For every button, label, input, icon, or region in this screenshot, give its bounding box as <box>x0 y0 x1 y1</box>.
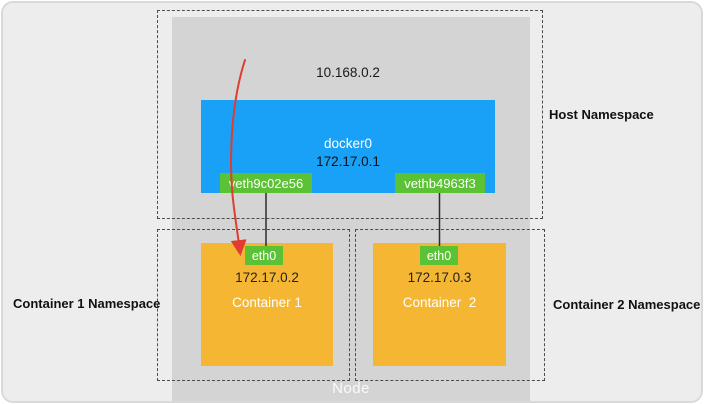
container2-ip-label: 172.17.0.3 <box>407 270 472 285</box>
container2-eth0-box: eth0 <box>420 246 458 265</box>
container2-namespace-label: Container 2 Namespace <box>553 297 701 312</box>
veth1-box: veth9c02e56 <box>220 173 312 193</box>
container1-eth0-box: eth0 <box>245 246 283 265</box>
container1-box: eth0 172.17.0.2 Container 1 <box>201 243 333 366</box>
docker0-bridge-box: docker0 172.17.0.1 veth9c02e56 vethb4963… <box>201 100 495 193</box>
container1-namespace-boundary <box>157 229 350 381</box>
container2-namespace-boundary <box>355 229 545 381</box>
node-label: Node <box>332 380 370 397</box>
bridge-name-label: docker0 <box>323 136 373 151</box>
container2-box: eth0 172.17.0.3 Container 2 <box>373 243 506 366</box>
host-ip-label: 10.168.0.2 <box>316 65 380 80</box>
container2-title: Container 2 <box>402 295 477 310</box>
container1-title: Container 1 <box>232 295 302 310</box>
host-namespace-boundary <box>157 10 543 219</box>
container1-ip-label: 172.17.0.2 <box>235 270 299 285</box>
container1-namespace-label: Container 1 Namespace <box>13 296 161 311</box>
host-namespace-label: Host Namespace <box>549 107 654 122</box>
veth2-box: vethb4963f3 <box>395 173 485 193</box>
bridge-ip-label: 172.17.0.1 <box>316 154 380 169</box>
